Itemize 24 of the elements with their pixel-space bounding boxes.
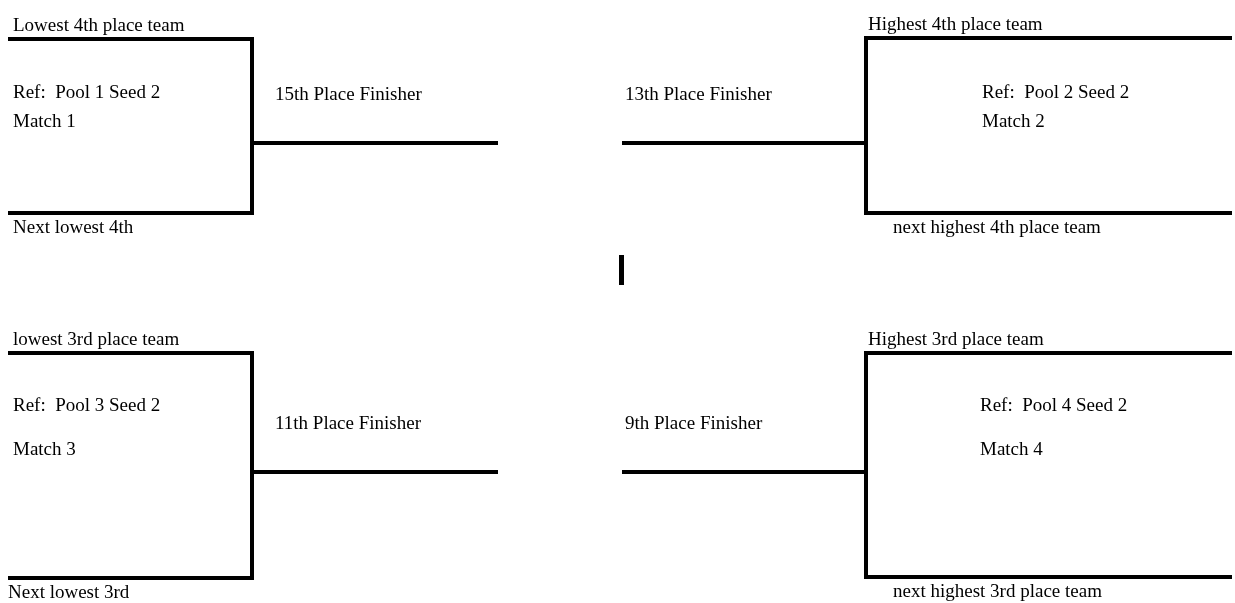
match-note: Match 3 xyxy=(13,438,76,460)
bracket-slot-label: next highest 3rd place team xyxy=(893,580,1102,602)
bracket-line xyxy=(620,141,1234,215)
bracket-slot-label: Next lowest 3rd xyxy=(8,581,130,603)
bracket-line xyxy=(620,470,1234,579)
match-note: Ref: Pool 1 Seed 2 xyxy=(13,81,161,103)
match-note: Ref: Pool 4 Seed 2 xyxy=(980,394,1128,416)
bracket-slot-label: 15th Place Finisher xyxy=(275,83,422,105)
bracket-slot-label: lowest 3rd place team xyxy=(13,328,180,350)
bracket-slot-label: Highest 3rd place team xyxy=(868,328,1044,350)
bracket-line xyxy=(8,470,498,580)
bracket-slot-label: Next lowest 4th xyxy=(13,216,134,238)
bracket-slot-label: 9th Place Finisher xyxy=(625,412,763,434)
match-note: Match 1 xyxy=(13,110,76,132)
match-note: Match 4 xyxy=(980,438,1043,460)
match-note: Match 2 xyxy=(982,110,1045,132)
bracket-slot-label: Lowest 4th place team xyxy=(13,14,185,36)
bracket-slot-label: Highest 4th place team xyxy=(868,13,1043,35)
bracket-slot-label: 11th Place Finisher xyxy=(275,412,421,434)
match-note: Ref: Pool 3 Seed 2 xyxy=(13,394,161,416)
bracket-slot-label: next highest 4th place team xyxy=(893,216,1101,238)
bracket-slot-label: 13th Place Finisher xyxy=(625,83,772,105)
match-note: Ref: Pool 2 Seed 2 xyxy=(982,81,1130,103)
bracket-line xyxy=(8,141,498,215)
